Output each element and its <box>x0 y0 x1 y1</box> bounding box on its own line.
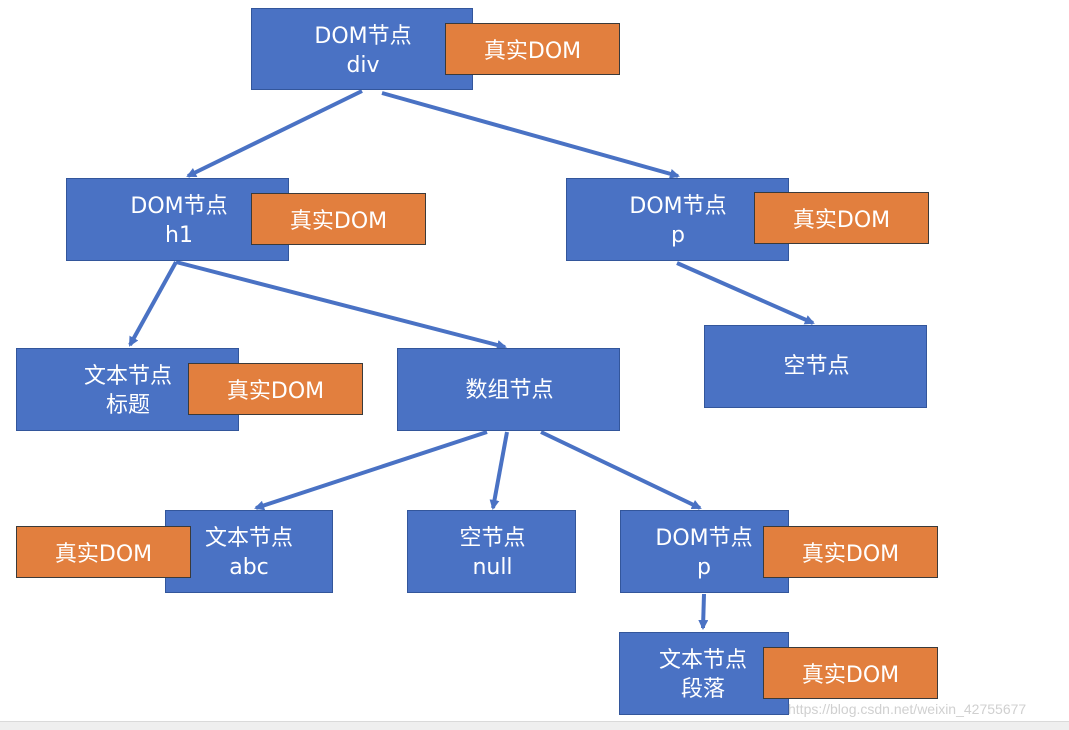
node-div-label: DOM节点 div <box>294 22 432 80</box>
real-dom-tag-p-top: 真实DOM <box>754 192 929 244</box>
node-p-bottom: DOM节点 p <box>620 510 789 593</box>
node-array: 数组节点 <box>397 348 620 431</box>
node-h1-label: DOM节点 h1 <box>110 192 248 250</box>
node-p-top-tagname: p <box>671 223 685 248</box>
node-div-type: DOM节点 <box>314 24 412 49</box>
edge-h1-array <box>175 260 507 350</box>
node-empty-null: 空节点 null <box>407 510 576 593</box>
real-dom-tag-p-bottom: 真实DOM <box>763 526 938 578</box>
bottom-scrollbar-strip <box>0 721 1069 730</box>
node-div-tagname: div <box>346 53 380 78</box>
node-text-abc-content: abc <box>229 555 269 580</box>
edge-p-text <box>698 593 709 630</box>
edge-array-null <box>489 431 509 510</box>
real-dom-tag-div: 真实DOM <box>445 23 620 75</box>
edge-div-h1 <box>186 89 363 178</box>
node-text-abc-label: 文本节点 abc <box>180 524 318 582</box>
edge-array-abc <box>254 430 488 511</box>
real-dom-tag-h1: 真实DOM <box>251 193 426 245</box>
node-h1-tagname: h1 <box>165 223 193 248</box>
node-empty-top: 空节点 <box>704 325 927 408</box>
node-text-title-type: 文本节点 <box>83 364 172 389</box>
node-empty-top-label: 空节点 <box>705 352 928 381</box>
node-empty-top-type: 空节点 <box>783 354 850 379</box>
node-text-title-label: 文本节点 标题 <box>59 362 197 420</box>
node-div: DOM节点 div <box>251 8 473 90</box>
edge-h1-text <box>128 261 178 347</box>
node-text-abc-type: 文本节点 <box>204 526 293 551</box>
node-text-paragraph-type: 文本节点 <box>658 648 747 673</box>
node-empty-null-label: 空节点 null <box>408 524 577 582</box>
real-dom-tag-text-paragraph: 真实DOM <box>763 647 938 699</box>
node-p-bottom-tagname: p <box>697 555 711 580</box>
node-p-top-type: DOM节点 <box>629 194 727 219</box>
watermark: https://blog.csdn.net/weixin_42755677 <box>788 701 1027 717</box>
node-array-label: 数组节点 <box>398 376 621 405</box>
node-p-bottom-label: DOM节点 p <box>635 524 773 582</box>
node-h1-type: DOM节点 <box>130 194 228 219</box>
node-empty-null-type: 空节点 <box>459 526 526 551</box>
node-text-paragraph-label: 文本节点 段落 <box>634 646 772 704</box>
real-dom-tag-text-abc: 真实DOM <box>16 526 191 578</box>
node-text-title-content: 标题 <box>105 393 150 418</box>
real-dom-tag-text-title: 真实DOM <box>188 363 363 415</box>
edge-p-empty <box>676 261 815 325</box>
node-array-type: 数组节点 <box>465 378 554 403</box>
node-text-abc: 文本节点 abc <box>165 510 333 593</box>
edge-array-p <box>540 430 702 510</box>
node-p-bottom-type: DOM节点 <box>655 526 753 551</box>
node-empty-null-content: null <box>472 555 513 580</box>
node-text-paragraph-content: 段落 <box>680 677 725 702</box>
edge-div-p <box>381 91 680 179</box>
node-text-paragraph: 文本节点 段落 <box>619 632 789 715</box>
node-p-top-label: DOM节点 p <box>609 192 747 250</box>
